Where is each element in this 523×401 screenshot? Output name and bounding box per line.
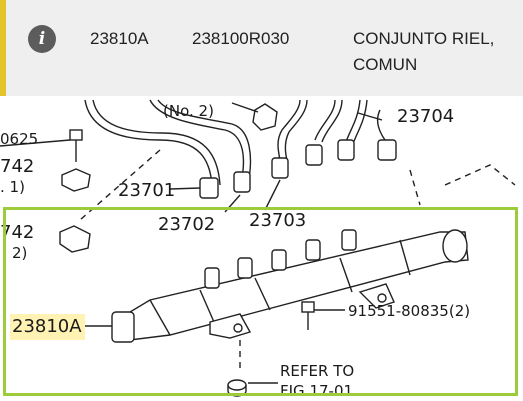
label-23701: 23701 [118,180,175,201]
tooltip-description: CONJUNTO RIEL, COMUN [353,29,495,74]
tooltip-reference: 238100R030 [192,29,290,48]
main-part-highlight [10,314,85,340]
label-23704: 23704 [397,106,454,127]
label-0625: 0625 [0,130,38,148]
tooltip-part-number: 23810A [90,29,149,48]
selected-part-highlight-box[interactable] [3,207,518,396]
label-742-a: 742 [0,156,34,177]
part-tooltip: i 23810A 238100R030 CONJUNTO RIEL, COMUN [0,0,523,96]
label-refer-to: REFER TO [280,362,354,380]
main-part-label[interactable]: 23810A [12,316,82,337]
label-1: . 1) [0,178,25,196]
label-2: 2) [12,244,27,262]
label-no2: (No. 2) [163,102,214,120]
label-91551: 91551-80835(2) [348,302,470,320]
label-23703: 23703 [249,210,306,231]
label-23702: 23702 [158,214,215,235]
info-icon: i [28,25,56,53]
parts-diagram: (No. 2) 23704 0625 742 . 1) 23701 23702 … [0,99,516,400]
label-742-b: 742 [0,222,34,243]
